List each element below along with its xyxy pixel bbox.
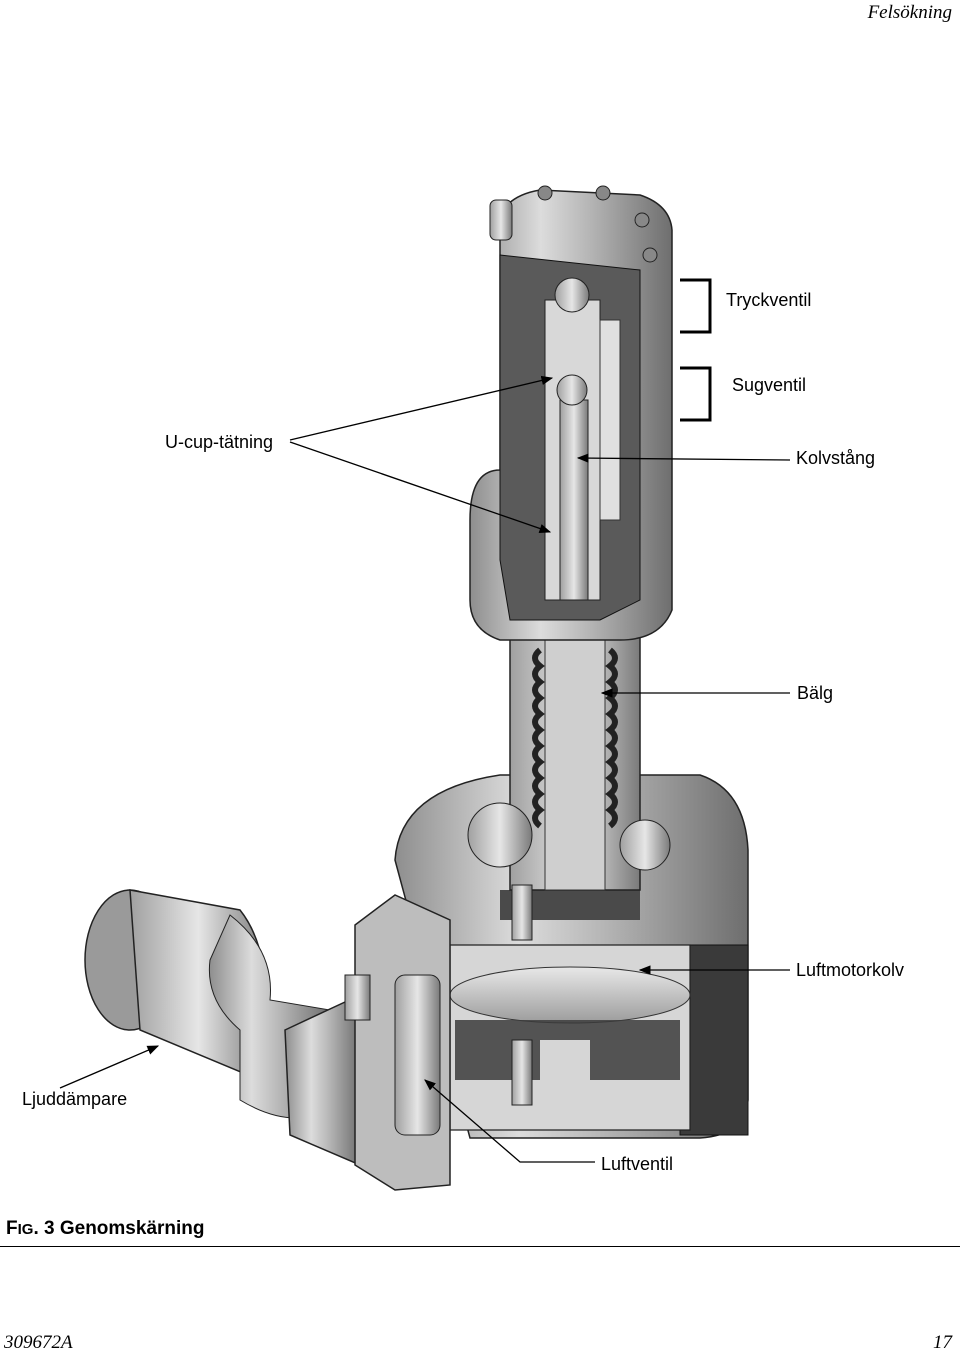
caption-divider — [0, 1246, 960, 1247]
page-number: 17 — [933, 1332, 952, 1353]
caption-ig: IG — [17, 1221, 34, 1238]
label-u-cup-tatning: U-cup-tätning — [165, 432, 273, 452]
caption-f: F — [6, 1218, 18, 1239]
bellows-section — [467, 629, 671, 891]
muffler — [84, 889, 331, 1119]
label-sugventil: Sugventil — [732, 375, 806, 395]
section-header: Felsökning — [867, 2, 952, 23]
label-ljuddampare: Ljuddämpare — [22, 1089, 127, 1109]
label-luftventil: Luftventil — [601, 1154, 673, 1174]
label-tryckventil: Tryckventil — [726, 290, 811, 310]
figure-caption: FIG. 3 Genomskärning — [6, 1218, 205, 1240]
caption-text: . 3 Genomskärning — [33, 1218, 205, 1239]
air-valve — [284, 884, 533, 1191]
label-luftmotorkolv: Luftmotorkolv — [796, 960, 904, 980]
label-balg: Bälg — [797, 683, 833, 703]
label-kolvstang: Kolvstång — [796, 448, 875, 468]
doc-number: 309672A — [4, 1332, 73, 1353]
pump-cylinder — [469, 185, 673, 641]
